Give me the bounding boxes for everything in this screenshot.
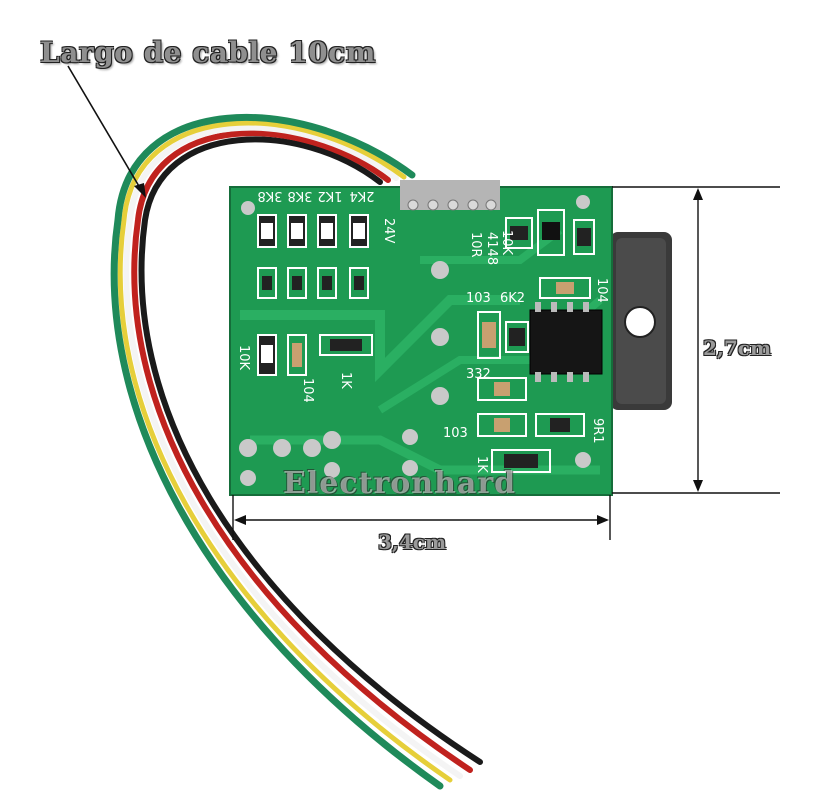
smd-resistor [317,214,337,248]
silk-103-a: 103 [466,291,491,306]
smd-resistor [505,217,533,249]
watermark: Electronhard [283,466,517,501]
smd-resistor [505,321,529,353]
solder-pad [241,201,255,215]
smd-diode [287,267,307,299]
height-dimension [612,186,780,494]
solder-pad [431,328,449,346]
transistor-heatsink [610,232,672,410]
smd-resistor [535,413,585,437]
copper-trace [240,295,520,383]
silk-24v: 24V [381,218,396,244]
silk-1k2: 1K2 [317,188,342,203]
silk-6k2: 6K2 [500,291,525,306]
width-label: 3,4cm [378,530,447,554]
cable-length-label: Largo de cable 10cm [40,36,376,69]
solder-pad [324,462,340,478]
silk-104-b: 104 [300,378,315,403]
silk-10r: 10R [468,232,483,258]
cable-bundle [110,114,483,790]
smd-diode [349,267,369,299]
height-label: 2,7cm [703,336,772,360]
silk-1k-bottom: 1K [474,456,489,473]
smd-capacitor [477,311,501,359]
width-dimension [232,495,611,540]
solder-pad [240,470,256,486]
smd-diode [257,267,277,299]
silk-332: 332 [466,367,491,382]
solder-pad [239,439,257,457]
silk-2k4: 2K4 [349,188,374,203]
silk-9r1: 9R1 [590,418,605,444]
solder-pad [575,452,591,468]
wire-black [138,136,483,765]
solder-pad [431,387,449,405]
smd-resistor [287,214,307,248]
solder-pad [402,460,418,476]
silk-10k-top: 10K [499,230,514,256]
ic-chip [529,302,603,382]
smd-resistor [573,219,595,255]
silk-4148: 4148 [484,232,499,265]
solder-pad [576,195,590,209]
smd-resistor [319,334,373,356]
silk-3k8-b: 3K8 [287,188,312,203]
silk-1k-mid: 1K [338,372,353,389]
silk-3k8-a: 3K8 [257,188,282,203]
smd-resistor [491,449,551,473]
wire-red [131,130,473,773]
smd-diode [317,267,337,299]
silk-103-b: 103 [443,426,468,441]
wire-white [123,124,463,779]
silk-10k-left: 10K [236,345,251,371]
wire-green [110,114,444,790]
solder-pad [273,439,291,457]
smd-capacitor [287,334,307,376]
solder-pad [402,429,418,445]
smd-capacitor [477,413,527,437]
pin-header [400,180,500,211]
solder-pad [303,439,321,457]
smd-transistor [537,209,565,256]
smd-capacitor [539,277,591,299]
silk-104-a: 104 [594,278,609,303]
smd-capacitor [477,377,527,401]
wire-yellow [117,120,453,783]
smd-resistor [349,214,369,248]
smd-resistor [257,214,277,248]
solder-pad [323,431,341,449]
smd-resistor [257,334,277,376]
solder-pad [431,261,449,279]
cable-arrow [67,65,146,198]
pcb-board: 3K8 3K8 1K2 2K4 24V 4148 10K 10R 103 6K2… [229,180,613,496]
